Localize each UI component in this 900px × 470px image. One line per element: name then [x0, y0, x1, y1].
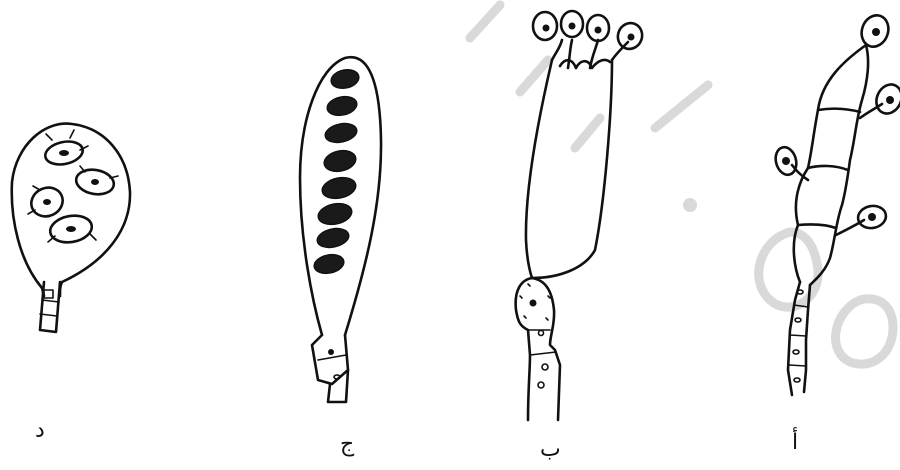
label-d: د — [35, 418, 45, 443]
label-b: ب — [540, 437, 561, 462]
sporangium-spherical — [12, 124, 130, 332]
label-j: ج — [340, 432, 354, 457]
watermark — [470, 5, 893, 364]
ascus-elongated — [300, 57, 381, 402]
label-a: أ — [792, 430, 798, 455]
